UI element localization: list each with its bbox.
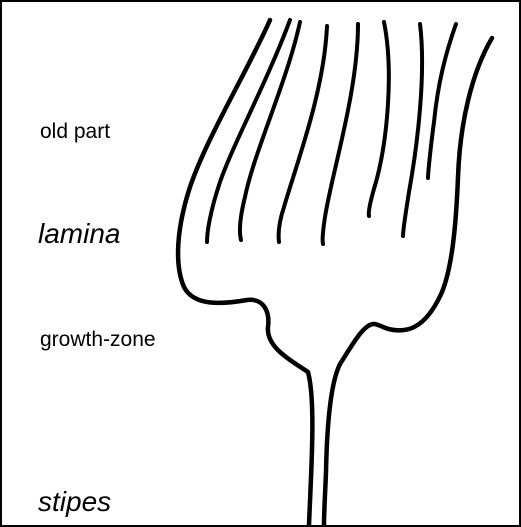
label-old-part: old part xyxy=(40,120,110,144)
frond-strand-2 xyxy=(240,22,300,240)
frond-strand-6 xyxy=(403,24,422,236)
frond-strand-3 xyxy=(279,26,327,242)
label-growth-zone: growth-zone xyxy=(40,328,156,352)
label-lamina: lamina xyxy=(38,218,120,250)
frond-outline xyxy=(178,20,312,525)
frond-strand-4 xyxy=(323,24,358,244)
frond-strand-5 xyxy=(369,22,389,216)
frond-strand-7 xyxy=(428,24,456,178)
frond-strand-1 xyxy=(207,20,290,242)
label-stipes: stipes xyxy=(38,486,111,518)
